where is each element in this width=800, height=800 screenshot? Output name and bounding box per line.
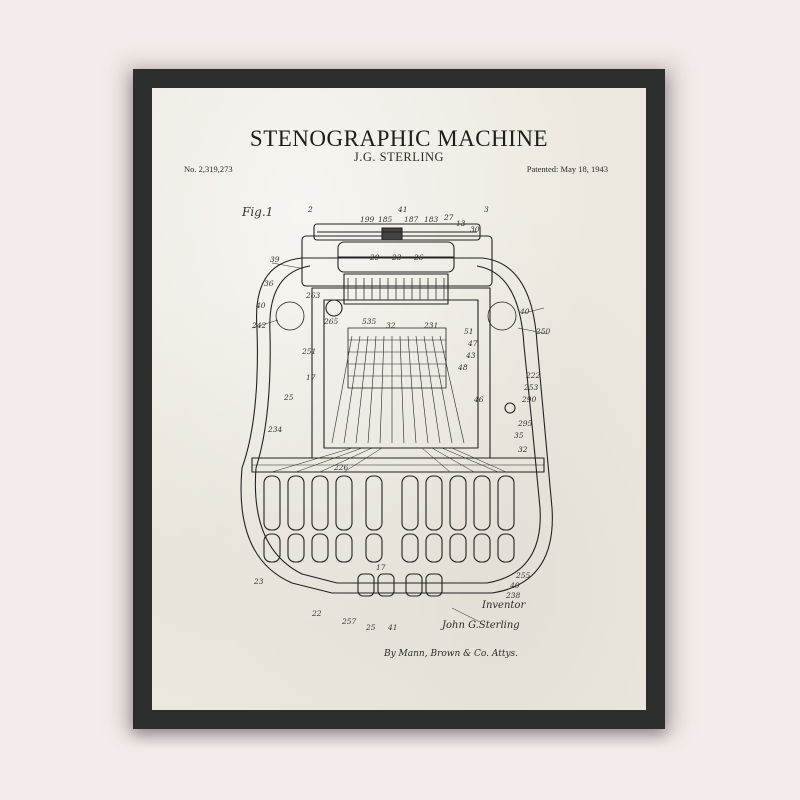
ref-num: 290 <box>521 395 537 404</box>
ref-num: 32 <box>386 321 396 330</box>
thumb-keys <box>357 573 443 597</box>
ref-num: 3 <box>484 205 489 214</box>
ref-num: 35 <box>514 431 524 440</box>
ref-num: 46 <box>473 395 484 404</box>
ref-num: 40 <box>519 307 530 316</box>
patent-print: STENOGRAPHIC MACHINE J.G. STERLING No. 2… <box>152 88 646 710</box>
ref-num: 40 <box>255 301 266 310</box>
ref-num: 234 <box>267 425 283 434</box>
ref-num: 26 <box>413 253 424 262</box>
figure-label: Fig.1 <box>241 205 273 219</box>
keys-lower-row <box>263 533 515 563</box>
ref-num: 13 <box>456 219 466 228</box>
ref-num: 185 <box>378 215 393 224</box>
ref-num: 48 <box>457 363 468 372</box>
ref-num: 30 <box>470 225 480 234</box>
ref-num: 43 <box>465 351 476 360</box>
ref-num: 250 <box>535 327 551 336</box>
ref-num: 23 <box>391 253 402 262</box>
ref-num: 23 <box>253 577 264 586</box>
inner-frame <box>311 287 491 459</box>
keys-upper-row <box>263 475 515 531</box>
ref-num: 39 <box>270 255 280 264</box>
ref-num: 40 <box>509 581 520 590</box>
ref-num: 41 <box>397 205 408 214</box>
ref-num: 27 <box>443 213 454 222</box>
typebar-field <box>331 335 465 444</box>
right-knob <box>504 402 516 414</box>
ref-num: 47 <box>467 339 478 348</box>
patent-date: Patented: May 18, 1943 <box>526 164 608 174</box>
ref-num: 226 <box>333 463 349 472</box>
ref-num: 265 <box>323 317 339 326</box>
ref-num: 36 <box>264 279 274 288</box>
ref-num: 295 <box>517 419 533 428</box>
ref-num: 29 <box>369 253 380 262</box>
machine-drawing: Fig.1 2 41 199 185 187 183 27 13 3 30 39… <box>240 205 553 659</box>
ref-num: 231 <box>423 321 438 330</box>
inventor-name: J.G. STERLING <box>353 150 445 164</box>
ref-num: 187 <box>404 215 419 224</box>
ref-num: 255 <box>515 571 531 580</box>
ref-num: 17 <box>306 373 316 382</box>
ref-num: 25 <box>365 623 376 632</box>
ref-num: 183 <box>424 215 439 224</box>
ref-num: 253 <box>523 383 539 392</box>
ref-num: 251 <box>301 347 316 356</box>
ref-num: 535 <box>362 317 377 326</box>
ref-num: 222 <box>525 371 541 380</box>
ref-num: 2 <box>307 205 313 214</box>
ref-num: 41 <box>387 623 398 632</box>
ref-num: 242 <box>251 321 267 330</box>
ref-num: 22 <box>311 609 322 618</box>
ref-num: 25 <box>283 393 294 402</box>
inventor-signature: John G.Sterling <box>440 620 520 631</box>
attorney-signature: By Mann, Brown & Co. Attys. <box>383 649 518 659</box>
machine-body-outline <box>240 257 553 594</box>
ref-num: 263 <box>305 291 321 300</box>
inventor-caption: Inventor <box>481 600 526 611</box>
ref-num: 238 <box>505 591 521 600</box>
poster-title: STENOGRAPHIC MACHINE <box>249 126 549 151</box>
left-knob <box>325 299 343 317</box>
ref-num: 199 <box>360 215 375 224</box>
ref-num: 51 <box>464 327 474 336</box>
ref-num: 17 <box>376 563 386 572</box>
ref-num: 257 <box>341 617 357 626</box>
ref-num: 32 <box>518 445 528 454</box>
patent-number: No. 2,319,273 <box>184 164 233 174</box>
